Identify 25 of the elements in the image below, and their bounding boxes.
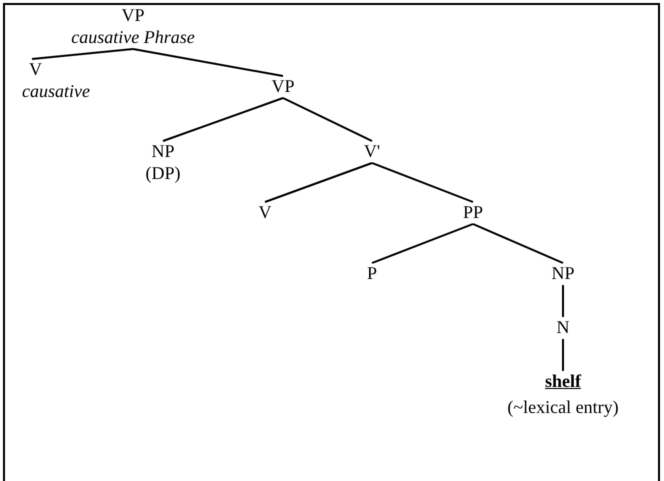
tree-branch	[562, 339, 564, 371]
tree-branch	[282, 97, 372, 142]
tree-branch	[472, 223, 564, 264]
tree-branch	[32, 48, 134, 60]
node-label: VP	[121, 4, 144, 26]
node-label: NP	[151, 140, 174, 162]
tree-branch	[162, 97, 284, 142]
node-label: VP	[272, 75, 294, 97]
tree-branch	[132, 48, 284, 77]
node-label: NP	[552, 262, 574, 284]
node-label: V'	[364, 140, 380, 162]
node-label: V	[28, 58, 42, 80]
node-label: PP	[462, 201, 484, 223]
tree-branch	[372, 162, 474, 203]
node-label: N	[556, 316, 570, 338]
node-note: causative	[22, 80, 90, 102]
tree-branch	[264, 162, 372, 203]
node-note: (~lexical entry)	[507, 396, 619, 418]
tree-branch	[372, 223, 474, 264]
node-label: V	[258, 201, 272, 223]
tree-branch	[562, 285, 564, 317]
node-note: causative Phrase	[71, 26, 195, 48]
node-label: shelf	[545, 370, 581, 392]
node-label: P	[367, 262, 377, 284]
node-note: (DP)	[146, 162, 180, 184]
